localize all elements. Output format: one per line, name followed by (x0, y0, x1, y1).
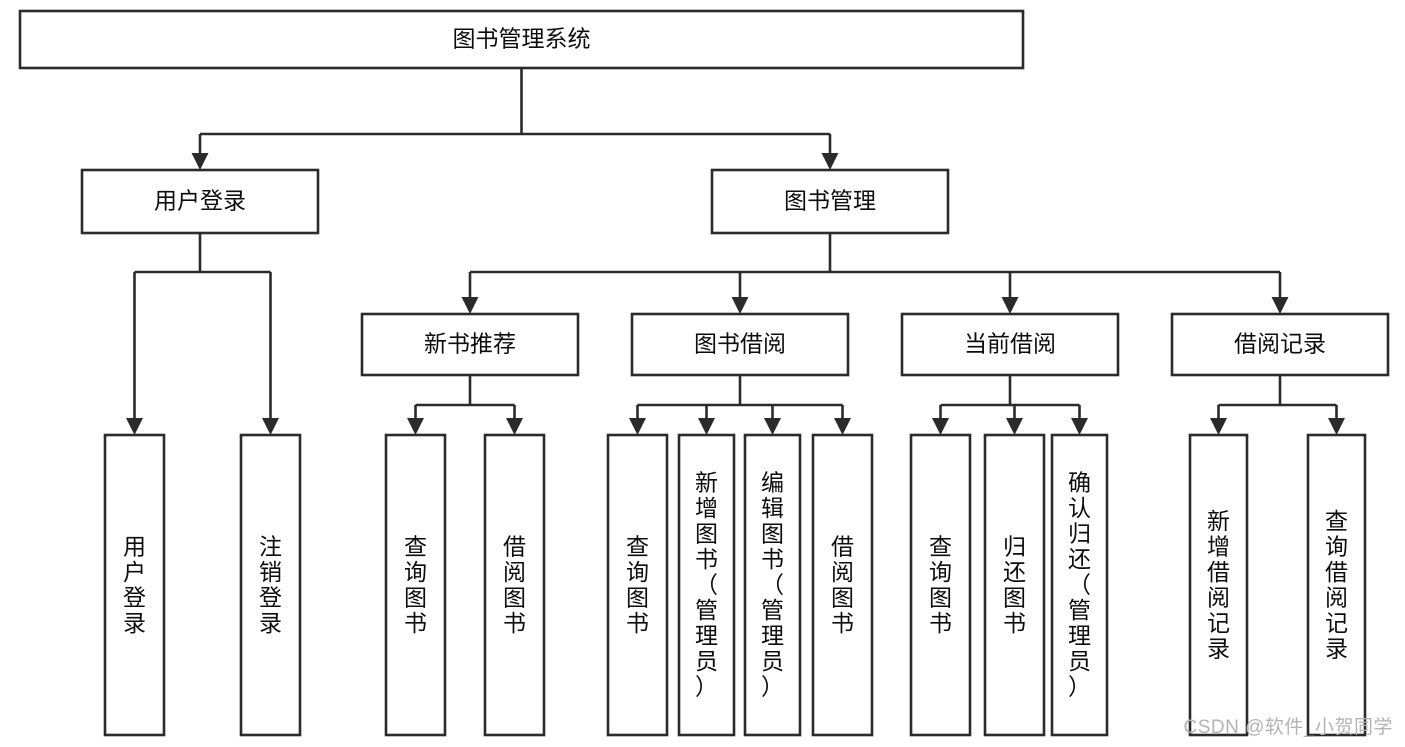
node-用户登录-l1-0[interactable]: 用户登录 (80, 168, 320, 235)
edge-arrowhead (698, 418, 715, 435)
node-box[interactable] (710, 168, 950, 235)
node-注销登录-leaf-1[interactable]: 注销登录 (239, 433, 302, 737)
edge-arrowhead (407, 418, 424, 435)
edge-arrowhead (1271, 297, 1289, 314)
node-查询图书-leaf-2[interactable]: 查询图书 (384, 433, 447, 737)
node-label: 图书管理系统 (453, 26, 591, 52)
node-label: 查询图书 (929, 533, 952, 636)
edge-arrowhead (1001, 297, 1019, 314)
node-box[interactable] (1306, 433, 1367, 737)
node-查询图书-leaf-8[interactable]: 查询图书 (909, 433, 972, 737)
node-label: 注销登录 (259, 533, 282, 636)
node-编辑图书管理员-leaf-6[interactable]: 编辑图书（管理员） (743, 433, 802, 737)
node-查询图书-leaf-4[interactable]: 查询图书 (606, 433, 669, 737)
node-当前借阅-l2-2[interactable]: 当前借阅 (900, 312, 1120, 377)
node-box[interactable] (80, 168, 320, 235)
edge-arrowhead (1328, 418, 1345, 435)
edge-arrowhead (191, 153, 209, 170)
edge-arrowhead (126, 418, 143, 435)
nodes-layer: 图书管理系统用户登录图书管理新书推荐图书借阅当前借阅借阅记录用户登录注销登录查询… (18, 9, 1390, 737)
node-label: 当前借阅 (964, 331, 1056, 357)
node-label: 图书管理 (784, 188, 876, 214)
connectors-layer (126, 68, 1345, 435)
node-box[interactable] (18, 9, 1025, 70)
edge-arrowhead (629, 418, 646, 435)
node-box[interactable] (677, 433, 736, 737)
edge-arrowhead (1071, 418, 1088, 435)
node-label: 查询图书 (404, 533, 427, 636)
node-label: 图书借阅 (694, 331, 786, 357)
node-label: 借阅图书 (831, 533, 854, 636)
node-用户登录-leaf-0[interactable]: 用户登录 (103, 433, 166, 737)
node-新增借阅记录-leaf-11[interactable]: 新增借阅记录 (1188, 433, 1249, 737)
node-label: 借阅图书 (503, 533, 526, 636)
node-借阅记录-l2-3[interactable]: 借阅记录 (1170, 312, 1390, 377)
node-box[interactable] (811, 433, 874, 737)
node-box[interactable] (909, 433, 972, 737)
node-box[interactable] (900, 312, 1120, 377)
node-新书推荐-l2-0[interactable]: 新书推荐 (360, 312, 580, 377)
edge-arrowhead (821, 153, 839, 170)
node-box[interactable] (1050, 433, 1109, 737)
node-查询借阅记录-leaf-12[interactable]: 查询借阅记录 (1306, 433, 1367, 737)
node-新增图书管理员-leaf-5[interactable]: 新增图书（管理员） (677, 433, 736, 737)
node-box[interactable] (1170, 312, 1390, 377)
node-label: 编辑图书（管理员） (761, 470, 784, 700)
node-图书管理-l1-1[interactable]: 图书管理 (710, 168, 950, 235)
edge-arrowhead (506, 418, 523, 435)
node-box[interactable] (384, 433, 447, 737)
node-label: 新书推荐 (424, 331, 516, 357)
node-归还图书-leaf-9[interactable]: 归还图书 (983, 433, 1046, 737)
edge-arrowhead (262, 418, 279, 435)
node-label: 确认归还（管理员） (1068, 470, 1091, 700)
node-label: 新增借阅记录 (1207, 508, 1230, 662)
node-借阅图书-leaf-7[interactable]: 借阅图书 (811, 433, 874, 737)
node-box[interactable] (239, 433, 302, 737)
node-box[interactable] (483, 433, 546, 737)
edge-arrowhead (1006, 418, 1023, 435)
node-图书管理系统-root[interactable]: 图书管理系统 (18, 9, 1025, 70)
node-label: 新增图书（管理员） (695, 470, 718, 700)
edge-arrowhead (834, 418, 851, 435)
edge-arrowhead (932, 418, 949, 435)
edge-arrowhead (1210, 418, 1227, 435)
node-借阅图书-leaf-3[interactable]: 借阅图书 (483, 433, 546, 737)
edge-arrowhead (731, 297, 749, 314)
edge-arrowhead (764, 418, 781, 435)
node-label: 查询借阅记录 (1325, 508, 1348, 662)
node-box[interactable] (103, 433, 166, 737)
node-label: 归还图书 (1003, 533, 1026, 636)
node-label: 用户登录 (154, 188, 246, 214)
node-label: 查询图书 (626, 533, 649, 636)
node-label: 用户登录 (123, 533, 146, 636)
edge-arrowhead (461, 297, 479, 314)
node-box[interactable] (360, 312, 580, 377)
node-label: 借阅记录 (1234, 331, 1326, 357)
node-确认归还管理员-leaf-10[interactable]: 确认归还（管理员） (1050, 433, 1109, 737)
node-box[interactable] (606, 433, 669, 737)
node-box[interactable] (743, 433, 802, 737)
node-box[interactable] (630, 312, 850, 377)
node-box[interactable] (1188, 433, 1249, 737)
node-图书借阅-l2-1[interactable]: 图书借阅 (630, 312, 850, 377)
node-box[interactable] (983, 433, 1046, 737)
